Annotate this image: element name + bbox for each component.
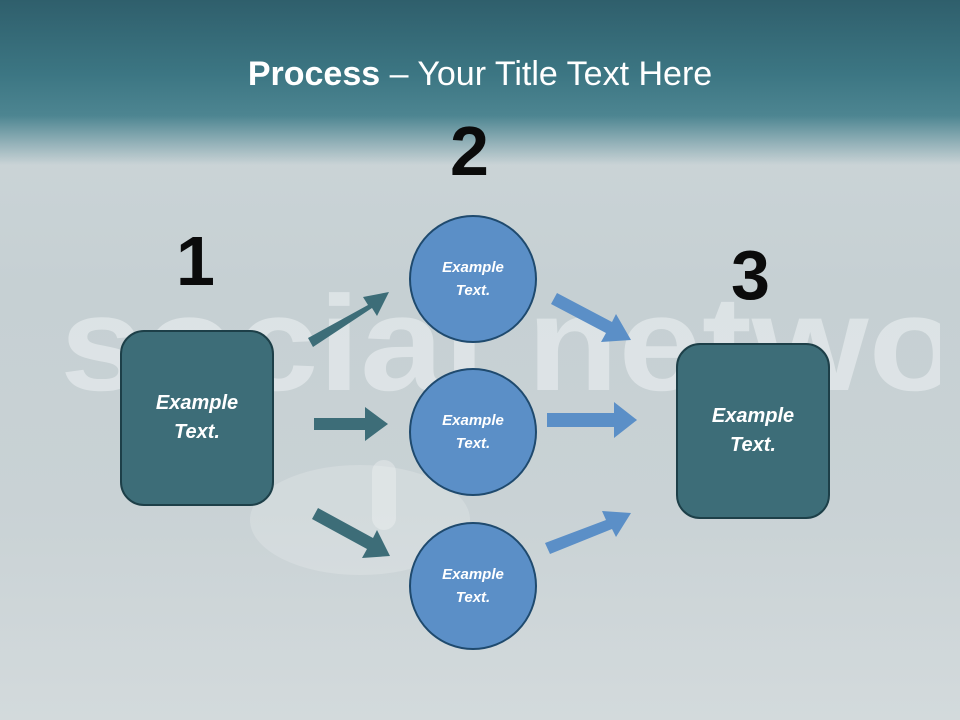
- step-number-1: 1: [176, 222, 215, 300]
- step-1-box: Example Text.: [120, 330, 274, 506]
- step-3-box: Example Text.: [676, 343, 830, 519]
- arrow-middle-to-3: [547, 402, 637, 438]
- step-2-text-top: Example Text.: [442, 259, 504, 299]
- step-2-text-bottom: Example Text.: [442, 566, 504, 606]
- arrow-top-to-3: [551, 293, 631, 342]
- step-2-text-middle: Example Text.: [442, 412, 504, 452]
- step-3-text: Example Text.: [711, 405, 795, 456]
- slide-title: Process – Your Title Text Here: [0, 52, 960, 96]
- step-number-3: 3: [731, 236, 770, 314]
- title-bold: Process: [247, 55, 381, 93]
- arrow-1-to-bottom: [312, 508, 390, 558]
- step-number-2: 2: [450, 112, 489, 190]
- background-hand-image: [250, 460, 470, 575]
- title-rest: – Your Title Text Here: [380, 55, 713, 93]
- arrow-1-to-middle: [314, 407, 388, 441]
- step-2-circle-bottom: Example Text.: [409, 522, 537, 650]
- step-1-text: Example Text.: [155, 392, 239, 443]
- step-2-circle-top: Example Text.: [409, 215, 537, 343]
- step-2-circle-middle: Example Text.: [409, 368, 537, 496]
- header-band: [0, 0, 960, 165]
- arrow-bottom-to-3: [545, 511, 631, 554]
- arrow-1-to-top: [308, 292, 389, 347]
